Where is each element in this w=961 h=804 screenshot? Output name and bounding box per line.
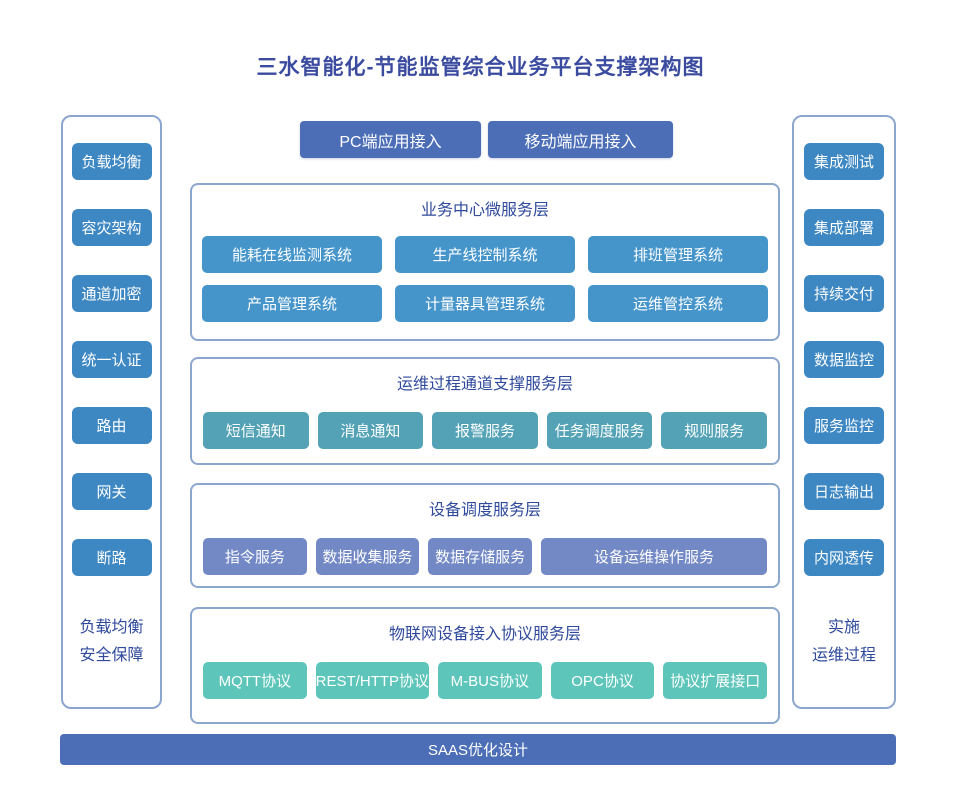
left-panel-caption-line1: 负载均衡 [79, 619, 144, 636]
device-services-row: 指令服务 数据收集服务 数据存储服务 设备运维操作服务 [203, 538, 768, 575]
left-panel-item-disaster-recovery: 容灾架构 [71, 209, 152, 246]
service-block-device-ops-operation: 设备运维操作服务 [541, 538, 768, 575]
section-iot-protocol-layer: 物联网设备接入协议服务层 MQTT协议 REST/HTTP协议 M-BUS协议 … [190, 607, 780, 724]
right-panel-caption-line1: 实施 [827, 619, 860, 636]
left-panel-item-channel-encryption: 通道加密 [71, 275, 152, 312]
protocol-block-extension-interface: 协议扩展接口 [663, 662, 768, 699]
service-block-alarm-service: 报警服务 [432, 412, 538, 449]
service-block-product-management: 产品管理系统 [202, 285, 382, 322]
left-panel-item-gateway: 网关 [71, 473, 152, 510]
pc-access-block: PC端应用接入 [300, 121, 481, 158]
left-panel-item-load-balance: 负载均衡 [71, 143, 152, 180]
right-panel-caption-line2: 运维过程 [811, 647, 876, 664]
left-panel-item-unified-auth: 统一认证 [71, 341, 152, 378]
left-panel-item-routing: 路由 [71, 407, 152, 444]
service-block-command-service: 指令服务 [203, 538, 307, 575]
service-block-rule-service: 规则服务 [661, 412, 767, 449]
right-panel-item-continuous-delivery: 持续交付 [804, 275, 884, 312]
right-panel-devops: 集成测试 集成部署 持续交付 数据监控 服务监控 日志输出 内网透传 实施 运维… [792, 115, 896, 709]
protocol-block-mqtt: MQTT协议 [203, 662, 307, 699]
service-block-data-storage: 数据存储服务 [428, 538, 533, 575]
page-title: 三水智能化-节能监管综合业务平台支撑架构图 [256, 56, 705, 79]
section-title: 业务中心微服务层 [420, 202, 549, 219]
right-panel-item-integration-test: 集成测试 [804, 143, 884, 180]
left-panel-load-balance-security: 负载均衡 容灾架构 通道加密 统一认证 路由 网关 断路 负载均衡 安全保障 [61, 115, 162, 709]
right-panel-item-service-monitoring: 服务监控 [804, 407, 884, 444]
service-block-ops-control: 运维管控系统 [588, 285, 768, 322]
protocol-services-row: MQTT协议 REST/HTTP协议 M-BUS协议 OPC协议 协议扩展接口 [203, 662, 768, 699]
section-device-scheduling-layer: 设备调度服务层 指令服务 数据收集服务 数据存储服务 设备运维操作服务 [190, 483, 780, 588]
right-panel-item-intranet-passthrough: 内网透传 [804, 539, 884, 576]
protocol-block-rest-http: REST/HTTP协议 [315, 662, 430, 699]
service-block-sms-notification: 短信通知 [203, 412, 309, 449]
section-title: 设备调度服务层 [428, 502, 541, 519]
left-panel-item-circuit-break: 断路 [71, 539, 152, 576]
service-block-metering-device-management: 计量器具管理系统 [395, 285, 575, 322]
section-title: 物联网设备接入协议服务层 [388, 626, 581, 643]
mobile-access-block: 移动端应用接入 [488, 121, 673, 158]
protocol-block-mbus: M-BUS协议 [438, 662, 542, 699]
service-block-production-line-control: 生产线控制系统 [395, 236, 575, 273]
channel-services-row: 短信通知 消息通知 报警服务 任务调度服务 规则服务 [203, 412, 767, 449]
service-block-shift-management: 排班管理系统 [588, 236, 768, 273]
protocol-block-opc: OPC协议 [550, 662, 655, 699]
left-panel-caption: 负载均衡 安全保障 [79, 614, 143, 670]
section-ops-channel-support-layer: 运维过程通道支撑服务层 短信通知 消息通知 报警服务 任务调度服务 规则服务 [190, 357, 780, 465]
right-panel-caption: 实施 运维过程 [812, 614, 876, 670]
section-title: 运维过程通道支撑服务层 [396, 376, 573, 393]
section-business-microservice-layer: 业务中心微服务层 能耗在线监测系统 生产线控制系统 排班管理系统 产品管理系统 … [190, 183, 780, 341]
service-block-message-notification: 消息通知 [317, 412, 424, 449]
service-block-task-scheduling: 任务调度服务 [546, 412, 653, 449]
right-panel-item-integration-deploy: 集成部署 [804, 209, 884, 246]
right-panel-item-data-monitoring: 数据监控 [804, 341, 884, 378]
service-block-energy-monitoring: 能耗在线监测系统 [202, 236, 382, 273]
right-panel-item-log-output: 日志输出 [804, 473, 884, 510]
left-panel-caption-line2: 安全保障 [79, 647, 144, 664]
saas-optimization-bar: SAAS优化设计 [60, 734, 896, 765]
service-block-data-collection: 数据收集服务 [315, 538, 420, 575]
business-services-grid: 能耗在线监测系统 生产线控制系统 排班管理系统 产品管理系统 计量器具管理系统 … [192, 236, 778, 322]
